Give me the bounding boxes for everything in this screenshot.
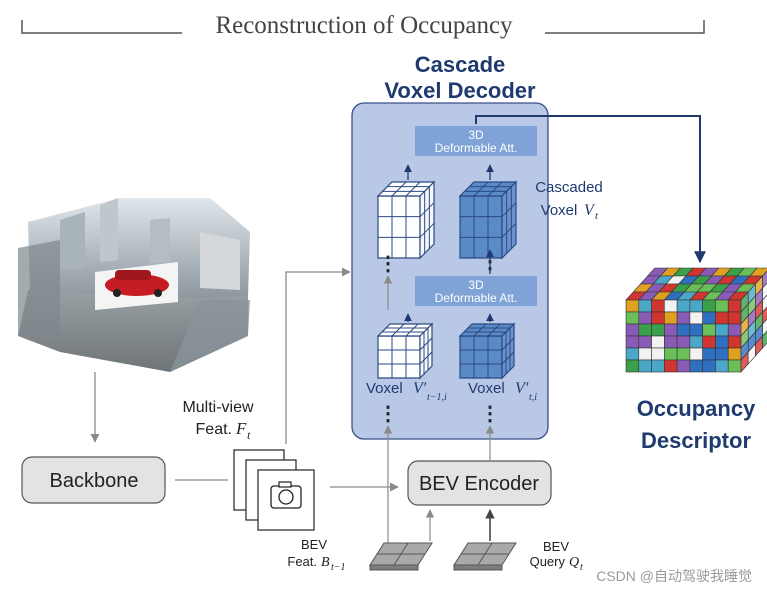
decoder-heading-line2: Voxel Decoder: [384, 78, 536, 103]
multiview-sub: t: [247, 428, 251, 442]
bev-query-line1: BEV: [543, 539, 569, 554]
multiview-symbol: F: [235, 419, 247, 438]
bev-query-symbol: Q: [569, 555, 579, 570]
attention-mid-box: [415, 276, 537, 306]
voxel-cube-icon: [376, 180, 436, 260]
voxel-cur-symbol: V′: [515, 380, 529, 397]
attention-top-box: [415, 126, 537, 156]
attention-top-line2: Deformable Att.: [435, 141, 518, 155]
ellipsis-left-lower: ⋮: [378, 403, 398, 425]
bev-grid-icon: [369, 542, 433, 571]
voxel-cube-icon: [458, 322, 516, 380]
bev-query-sub: t: [580, 562, 583, 573]
bev-feat-sub: t−1: [331, 562, 346, 573]
attention-mid-line2: Deformable Att.: [435, 291, 518, 305]
surround-camera-image: [18, 198, 250, 372]
bev-query-line2: Query: [530, 554, 566, 569]
camera-icon: [270, 481, 302, 509]
voxel-cur-sub: t,i: [529, 392, 537, 403]
cascaded-label-line2: Voxel: [541, 202, 578, 219]
ellipsis-right-lower: ⋮: [480, 403, 500, 425]
bev-feat-line2: Feat.: [287, 554, 317, 569]
page-title: Reconstruction of Occupancy: [215, 12, 513, 39]
occupancy-line1: Occupancy: [637, 396, 756, 421]
watermark: CSDN @自动驾驶我睡觉: [596, 568, 752, 584]
title-bracket: [21, 20, 705, 34]
bev-grid-icon: [453, 542, 517, 571]
backbone-box: [21, 456, 166, 504]
voxel-prev-symbol: V′: [413, 380, 427, 397]
multiview-line1: Multi-view: [182, 399, 254, 416]
decoder-heading-line1: Cascade: [415, 52, 506, 77]
bev-feat-symbol: B: [321, 555, 330, 570]
arrow-decoder-to-occupancy: [475, 115, 706, 264]
voxel-prev-sub: t−1,i: [427, 392, 447, 403]
bev-feat-line1: BEV: [301, 537, 327, 552]
cascaded-label-line1: Cascaded: [535, 179, 603, 196]
multiview-line2: Feat.: [196, 421, 232, 438]
occupancy-grid-icon: [625, 267, 767, 373]
bev-encoder-box: [407, 460, 552, 506]
cascaded-sub: t: [595, 210, 599, 222]
voxel-prev-label: Voxel: [366, 380, 403, 397]
cascaded-symbol: V: [584, 202, 596, 219]
bev-encoder-label: BEV Encoder: [419, 473, 539, 495]
voxel-cur-label: Voxel: [468, 380, 505, 397]
arrow-features-to-decoder: [285, 267, 351, 444]
voxel-cube-icon: [458, 180, 518, 260]
occupancy-line2: Descriptor: [641, 428, 751, 453]
backbone-label: Backbone: [50, 470, 139, 492]
attention-mid-line1: 3D: [468, 278, 484, 292]
attention-top-line1: 3D: [468, 128, 484, 142]
voxel-cube-icon: [376, 322, 434, 380]
ellipsis-left-upper: ⋮: [378, 253, 398, 275]
